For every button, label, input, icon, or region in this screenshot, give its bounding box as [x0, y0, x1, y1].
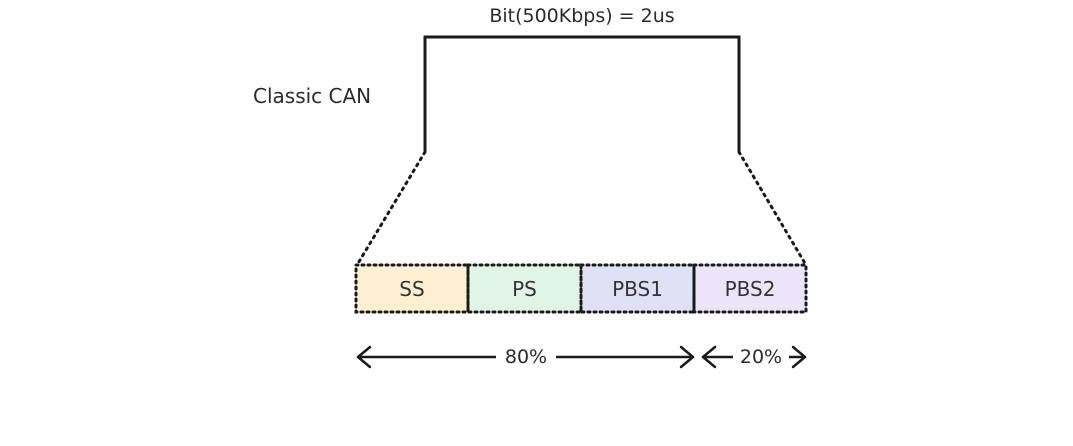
bit-pulse-line — [423, 35, 741, 152]
span-80-percent-label: 80% — [496, 344, 556, 370]
segment-pbs1-label: PBS1 — [612, 276, 663, 301]
arrow-80-head-right — [679, 345, 695, 369]
zoom-line-right — [737, 150, 808, 267]
zoom-line-left — [355, 150, 427, 267]
classic-can-label: Classic CAN — [253, 84, 372, 108]
segment-ss-label: SS — [399, 276, 425, 301]
segment-pbs2-label: PBS2 — [724, 276, 776, 301]
segment-pbs2-fill — [694, 265, 806, 312]
segment-ss-fill — [356, 265, 468, 312]
arrow-20-head-left — [701, 345, 717, 369]
span-20-percent-label: 20% — [733, 344, 789, 370]
arrow-80-head-left — [356, 345, 372, 369]
arrow-20-head-right — [791, 345, 807, 369]
segment-ps-label: PS — [512, 276, 537, 301]
segment-pbs1-fill — [581, 265, 694, 312]
segment-ps-fill — [468, 265, 581, 312]
segment-pbs2-border — [692, 263, 808, 314]
bit-duration-title: Bit(500Kbps) = 2us — [489, 5, 675, 27]
